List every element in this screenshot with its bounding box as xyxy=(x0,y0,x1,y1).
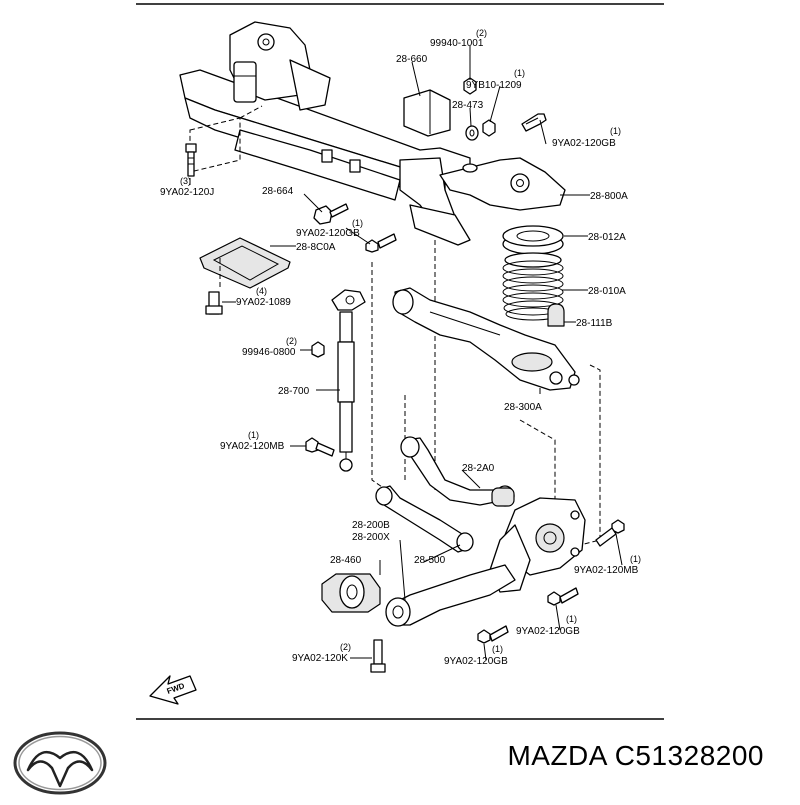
bolt-9ya02-120gb-top xyxy=(521,113,547,132)
lower-arm-28-300a xyxy=(392,287,580,391)
label-9ya02-1089: 9YA02-1089 xyxy=(236,297,291,308)
label-9ya02-120mb-a: 9YA02-120MB xyxy=(220,441,285,452)
label-28-500: 28-500 xyxy=(414,555,446,566)
label-28-200b: 28-200B xyxy=(352,520,390,531)
bushing-28-460 xyxy=(321,573,381,613)
label-28-012a: 28-012A xyxy=(588,232,626,243)
rear-subframe xyxy=(179,21,566,246)
label-99946-0800: 99946-0800 xyxy=(242,347,296,358)
bolt-9ya02-120k xyxy=(370,639,386,673)
guide-dash-1 xyxy=(371,262,409,506)
label-28-800a: 28-800A xyxy=(590,191,628,202)
label-9ya02-120gb-c: 9YA02-120GB xyxy=(516,626,580,637)
label-28-8c0a: 28-8C0A xyxy=(296,242,336,253)
bolt-28-664 xyxy=(313,203,349,225)
brand-caption: MAZDA C51328200 xyxy=(507,740,764,771)
bolt-9ya02-120j xyxy=(185,143,197,177)
label-28-111b: 28-111B xyxy=(576,318,613,329)
label-9ya02-120j: 9YA02-120J xyxy=(160,187,214,198)
nut-99946-0800 xyxy=(311,341,325,358)
label-28-700: 28-700 xyxy=(278,386,310,397)
label-9ya02-120gb-b: 9YA02-120GB xyxy=(296,228,360,239)
qty-9ya02-120gb-b: (1) xyxy=(352,218,363,228)
label-28-300a: 28-300A xyxy=(504,402,542,413)
label-28-660: 28-660 xyxy=(396,54,428,65)
label-9ya02-120gb-d: 9YA02-120GB xyxy=(444,656,508,667)
bolt-9ya02-120mb-left xyxy=(305,437,335,457)
qty-9ya02-120gb-d: (1) xyxy=(492,644,503,654)
label-9ya02-120gb-a: 9YA02-120GB xyxy=(552,138,616,149)
guide-dash-5 xyxy=(519,419,556,500)
label-28-200x: 28-200X xyxy=(352,532,390,543)
label-9ya02-120mb-b: 9YA02-120MB xyxy=(574,565,639,576)
shock-absorber-28-700 xyxy=(331,289,366,472)
guide-dash-4 xyxy=(579,364,601,546)
upper-arm-28-2a0 xyxy=(400,436,515,507)
trailing-link-28-200 xyxy=(385,564,516,627)
label-28-2a0: 28-2A0 xyxy=(462,463,495,474)
label-99940-1001: 99940-1001 xyxy=(430,38,484,49)
lateral-arm-28-500 xyxy=(375,485,474,553)
label-9ya02-120k: 9YA02-120K xyxy=(292,653,348,664)
label-28-010a: 28-010A xyxy=(588,286,626,297)
rear-knuckle xyxy=(489,497,586,593)
qty-9ya02-1089: (4) xyxy=(256,286,267,296)
qty-9yb10-1209: (1) xyxy=(514,68,525,78)
qty-9ya02-120mb-b: (1) xyxy=(630,554,641,564)
label-28-460: 28-460 xyxy=(330,555,362,566)
callouts: (2) 99940-1001 28-660 (1) 9YB10-1209 28-… xyxy=(160,28,641,667)
qty-99940-1001: (2) xyxy=(476,28,487,38)
qty-9ya02-120gb-a: (1) xyxy=(610,126,621,136)
nut-9yb10-1209 xyxy=(482,119,496,137)
spring-seat-28-012a xyxy=(502,225,564,255)
bolt-9ya02-120gb-mid xyxy=(365,233,397,253)
label-28-664: 28-664 xyxy=(262,186,294,197)
bump-stop-28-111b xyxy=(547,303,565,327)
bolt-9ya02-120mb-right xyxy=(595,519,625,547)
washer-28-473 xyxy=(465,125,479,141)
bolt-9ya02-120gb-lower-right xyxy=(547,587,579,606)
qty-9ya02-120mb-a: (1) xyxy=(248,430,259,440)
qty-99946-0800: (2) xyxy=(286,336,297,346)
label-28-473: 28-473 xyxy=(452,100,484,111)
bolt-9ya02-120gb-bottom xyxy=(477,625,509,644)
mazda-logo-icon xyxy=(10,728,110,798)
coil-spring-28-010a xyxy=(502,252,564,321)
qty-9ya02-120j: (3) xyxy=(180,176,191,186)
qty-9ya02-120k: (2) xyxy=(340,642,351,652)
qty-9ya02-120gb-c: (1) xyxy=(566,614,577,624)
leader-lines xyxy=(189,46,623,661)
plate-28-8c0a xyxy=(199,237,291,290)
fwd-direction-arrow-icon xyxy=(149,675,197,705)
bolt-9ya02-1089 xyxy=(205,291,223,315)
part-28-660 xyxy=(403,89,451,137)
label-9yb10-1209: 9YB10-1209 xyxy=(466,80,522,91)
